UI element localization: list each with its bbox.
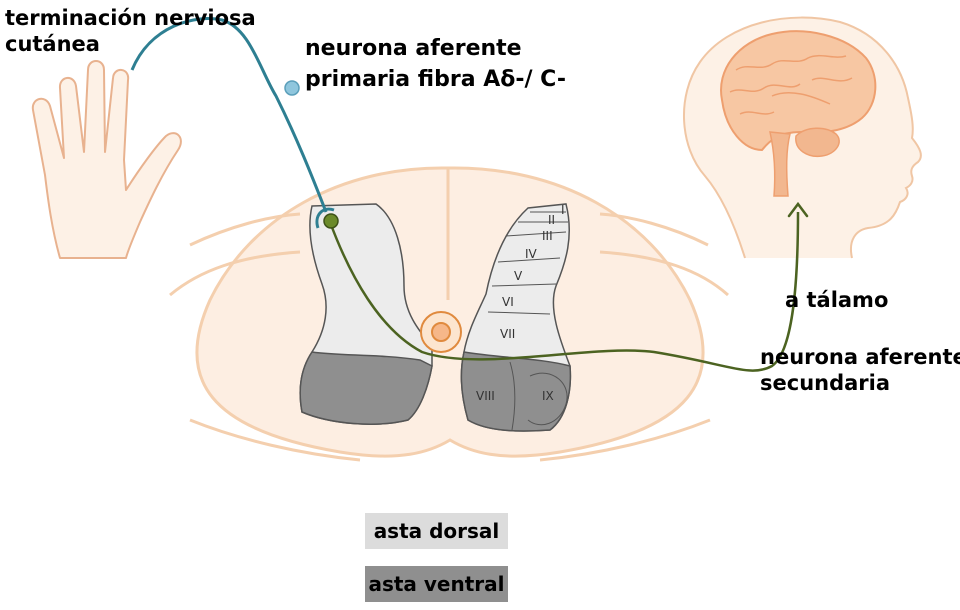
brain-shape: [720, 30, 877, 152]
primary-afferent-fiber: [130, 17, 335, 229]
lamina-v: V: [514, 269, 523, 283]
hand-illustration: [31, 60, 182, 259]
lamina-iv: IV: [525, 247, 538, 261]
cutaneous-ending-line1: terminación nerviosa: [5, 6, 256, 30]
lamina-ii: II: [548, 213, 555, 227]
nerve-roots: [169, 168, 729, 462]
secondary-afferent-fiber: [323, 201, 809, 372]
central-canal-inner: [431, 322, 451, 342]
lamina-viii: VIII: [476, 389, 495, 403]
secondary-afferent-label: neurona aferente secundaria: [760, 344, 960, 396]
primary-afferent-line1: neurona aferente: [305, 36, 522, 61]
left-ventral-horn: [299, 351, 433, 425]
to-thalamus-label: a tálamo: [785, 288, 889, 312]
primary-afferent-label: neurona aferente primaria fibra Aδ-/ C-: [305, 33, 566, 95]
head-illustration: [683, 16, 922, 259]
lamina-boundaries: [487, 211, 568, 431]
lamina-vii: VII: [500, 327, 515, 341]
primary-afferent-line2: primaria fibra Aδ-/ C-: [305, 67, 566, 92]
cord-outline: [195, 166, 705, 458]
lamina-iii: III: [542, 229, 553, 243]
legend-ventral-horn: asta ventral: [365, 566, 508, 602]
primary-fiber-terminal: [315, 207, 335, 229]
legend-dorsal-horn: asta dorsal: [365, 513, 508, 549]
lamina-ix: IX: [542, 389, 554, 403]
spinal-cord-section: I II III IV V VI VII VIII IX X: [169, 166, 729, 462]
arrow-to-thalamus: [787, 201, 809, 218]
secondary-afferent-line1: neurona aferente: [760, 345, 960, 369]
brainstem: [769, 131, 791, 197]
secondary-afferent-line2: secundaria: [760, 371, 891, 395]
primary-fiber-node: [284, 80, 300, 96]
right-ventral-horn: [460, 351, 572, 432]
cerebellum: [795, 127, 840, 158]
lamina-vi: VI: [502, 295, 514, 309]
cutaneous-ending-label: terminación nerviosa cutánea: [5, 5, 256, 57]
cutaneous-ending-line2: cutánea: [5, 32, 100, 56]
dorsal-horn-synapse: [323, 213, 339, 229]
lamina-i: I: [561, 203, 565, 217]
